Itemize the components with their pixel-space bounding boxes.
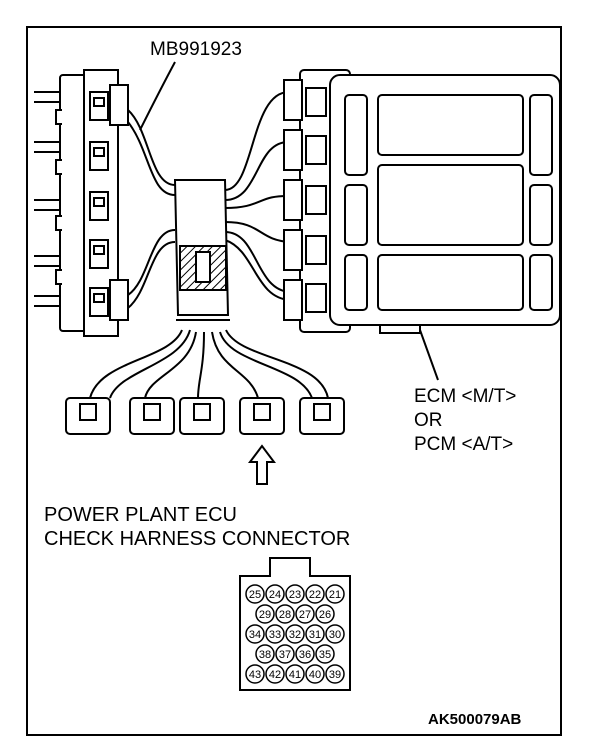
harness-side-connectors bbox=[34, 69, 129, 337]
pin-27-label: 27 bbox=[299, 609, 311, 621]
pin-37-circle bbox=[275, 644, 295, 664]
pin-28-label: 28 bbox=[279, 609, 291, 621]
junction-block bbox=[173, 179, 230, 321]
pin-32-circle bbox=[285, 624, 305, 644]
pin-39-circle bbox=[325, 664, 345, 684]
pin-33-circle bbox=[265, 624, 285, 644]
tool-leader-line bbox=[139, 61, 176, 131]
pin-26-label: 26 bbox=[319, 609, 331, 621]
pin-29-circle bbox=[255, 604, 275, 624]
pin-38-label: 38 bbox=[259, 649, 271, 661]
pin-25-circle bbox=[245, 584, 265, 604]
pin-41-label: 41 bbox=[289, 669, 301, 681]
pin-25-label: 25 bbox=[249, 589, 261, 601]
pin-35-circle bbox=[315, 644, 335, 664]
check-label-line2: CHECK HARNESS CONNECTOR bbox=[44, 528, 351, 550]
pin-36-label: 36 bbox=[299, 649, 311, 661]
pin-23-label: 23 bbox=[289, 589, 301, 601]
pin-36-circle bbox=[295, 644, 315, 664]
check-harness-cables bbox=[89, 329, 329, 399]
pin-43-label: 43 bbox=[249, 669, 261, 681]
pin-29-label: 29 bbox=[259, 609, 271, 621]
pin-43-circle bbox=[245, 664, 265, 684]
pin-23-circle bbox=[285, 584, 305, 604]
pin-21-circle bbox=[325, 584, 345, 604]
pin-22-circle bbox=[305, 584, 325, 604]
pin-40-label: 40 bbox=[309, 669, 321, 681]
pin-34-circle bbox=[245, 624, 265, 644]
pin-30-label: 30 bbox=[329, 629, 341, 641]
pin-33-label: 33 bbox=[269, 629, 281, 641]
pin-24-circle bbox=[265, 584, 285, 604]
ecu-label-line3: PCM <A/T> bbox=[414, 434, 514, 455]
ecu-unit bbox=[283, 69, 561, 334]
pin-41-circle bbox=[285, 664, 305, 684]
pin-42-circle bbox=[265, 664, 285, 684]
tool-label: MB991923 bbox=[150, 39, 242, 60]
pin-30-circle bbox=[325, 624, 345, 644]
figure-code: AK500079AB bbox=[428, 711, 522, 728]
adapter-harness bbox=[127, 90, 291, 309]
pin-35-label: 35 bbox=[319, 649, 331, 661]
pin-38-circle bbox=[255, 644, 275, 664]
pin-31-circle bbox=[305, 624, 325, 644]
up-arrow-icon bbox=[248, 444, 276, 485]
pin-42-label: 42 bbox=[269, 669, 281, 681]
pin-28-circle bbox=[275, 604, 295, 624]
ecu-label-line2: OR bbox=[414, 410, 443, 431]
pin-40-circle bbox=[305, 664, 325, 684]
ecu-label: ECM <M/T> OR PCM <A/T> bbox=[414, 385, 516, 457]
pin-21-label: 21 bbox=[329, 589, 341, 601]
check-connector-label: POWER PLANT ECU CHECK HARNESS CONNECTOR bbox=[44, 503, 350, 551]
ecu-label-line1: ECM <M/T> bbox=[414, 386, 517, 407]
pin-39-label: 39 bbox=[329, 669, 341, 681]
pin-34-label: 34 bbox=[249, 629, 261, 641]
pin-27-circle bbox=[295, 604, 315, 624]
pin-26-circle bbox=[315, 604, 335, 624]
ecu-leader-line bbox=[419, 329, 439, 381]
pin-31-label: 31 bbox=[309, 629, 321, 641]
pin-22-label: 22 bbox=[309, 589, 321, 601]
pin-layout: 25 24 23 22 21 29 28 27 26 34 33 32 31 30 38 37 36 35 43 42… bbox=[245, 584, 345, 684]
check-connector-row bbox=[65, 397, 345, 435]
pin-37-label: 37 bbox=[279, 649, 291, 661]
pin-24-label: 24 bbox=[269, 589, 281, 601]
check-label-line1: POWER PLANT ECU bbox=[44, 504, 237, 526]
pin-32-label: 32 bbox=[289, 629, 301, 641]
